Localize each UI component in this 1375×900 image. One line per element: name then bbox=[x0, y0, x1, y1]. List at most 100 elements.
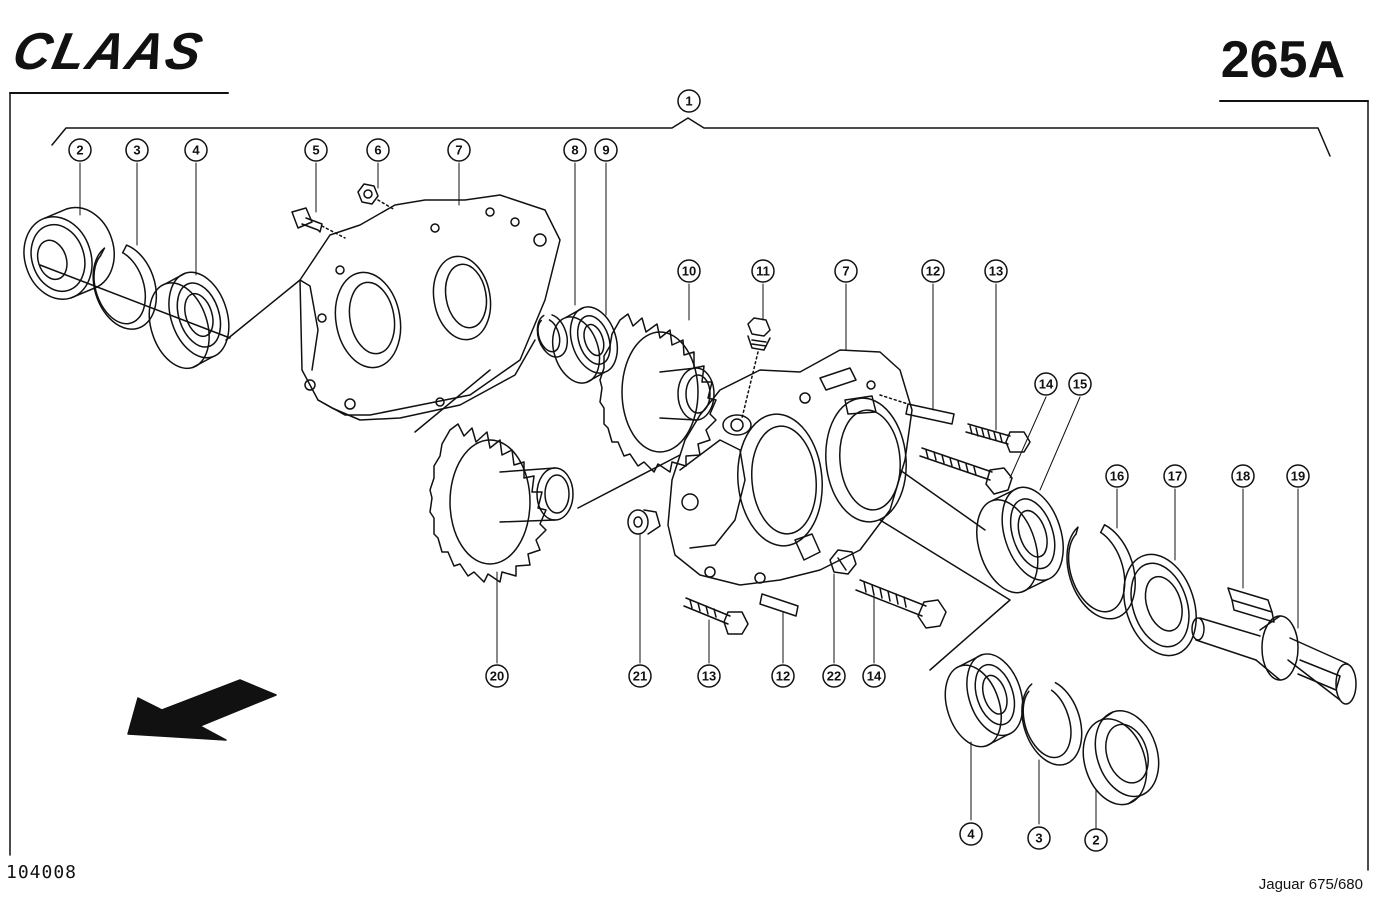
bolt-upper-item-13 bbox=[965, 423, 1031, 453]
callout-circle bbox=[1034, 372, 1058, 396]
callout-number: 19 bbox=[1291, 469, 1305, 484]
callout-8: 8 bbox=[563, 138, 587, 162]
callout-circle bbox=[959, 822, 983, 846]
callout-4: 4 bbox=[184, 138, 208, 162]
callout-circle bbox=[921, 259, 945, 283]
callout-4: 4 bbox=[959, 822, 983, 846]
screw-plug-item-21 bbox=[627, 509, 661, 535]
callout-17: 17 bbox=[1163, 464, 1187, 488]
bolt-lower-item-13 bbox=[683, 597, 749, 635]
callout-circle bbox=[822, 664, 846, 688]
callout-circle bbox=[594, 138, 618, 162]
callout-13: 13 bbox=[984, 259, 1008, 283]
callout-number: 20 bbox=[490, 669, 504, 684]
callout-21: 21 bbox=[628, 664, 652, 688]
callout-7: 7 bbox=[447, 138, 471, 162]
center-gear-housing bbox=[667, 349, 913, 586]
callout-circle bbox=[184, 138, 208, 162]
seal-ring-item-17 bbox=[1123, 553, 1197, 657]
callout-circle bbox=[485, 664, 509, 688]
callout-number: 5 bbox=[312, 143, 319, 158]
callout-circle bbox=[628, 664, 652, 688]
bolt-lower-item-14 bbox=[855, 579, 947, 629]
ball-bearing-item-15 bbox=[976, 486, 1064, 594]
callout-7: 7 bbox=[834, 259, 858, 283]
callout-number: 2 bbox=[76, 143, 83, 158]
callout-3: 3 bbox=[125, 138, 149, 162]
callout-20: 20 bbox=[485, 664, 509, 688]
ball-bearing-left bbox=[148, 271, 230, 370]
page-code: 265A bbox=[1220, 31, 1345, 89]
callout-number: 21 bbox=[633, 669, 647, 684]
callout-circle bbox=[563, 138, 587, 162]
callout-number: 22 bbox=[827, 669, 841, 684]
seal-ring-lower-right bbox=[1082, 710, 1160, 806]
direction-arrow bbox=[127, 679, 277, 741]
callout-circle bbox=[677, 89, 701, 113]
callout-5: 5 bbox=[304, 138, 328, 162]
circlip-item-8 bbox=[536, 314, 569, 358]
callout-number: 6 bbox=[374, 143, 381, 158]
callout-leaders bbox=[79, 162, 1299, 829]
callout-number: 13 bbox=[989, 264, 1003, 279]
bolt-upper-item-14 bbox=[919, 447, 1013, 495]
callout-18: 18 bbox=[1231, 464, 1255, 488]
callout-1: 1 bbox=[677, 89, 701, 113]
callout-2: 2 bbox=[68, 138, 92, 162]
callout-number: 17 bbox=[1168, 469, 1182, 484]
callout-10: 10 bbox=[677, 259, 701, 283]
callout-22: 22 bbox=[822, 664, 846, 688]
callout-12: 12 bbox=[921, 259, 945, 283]
callout-number: 4 bbox=[967, 827, 975, 842]
callout-circle bbox=[677, 259, 701, 283]
ball-bearing-item-9 bbox=[551, 306, 619, 384]
callout-number: 3 bbox=[1035, 831, 1042, 846]
callout-number: 11 bbox=[756, 264, 770, 279]
callout-number: 1 bbox=[685, 94, 692, 109]
callout-number: 12 bbox=[926, 264, 940, 279]
callout-number: 16 bbox=[1110, 469, 1124, 484]
callout-circle bbox=[304, 138, 328, 162]
callout-14: 14 bbox=[1034, 372, 1058, 396]
callout-number: 2 bbox=[1092, 833, 1099, 848]
callout-circle bbox=[1068, 372, 1092, 396]
nut-item-6 bbox=[357, 183, 396, 211]
callout-11: 11 bbox=[751, 259, 775, 283]
leader-line bbox=[879, 519, 1011, 671]
callout-15: 15 bbox=[1068, 372, 1092, 396]
ball-bearing-lower-right bbox=[944, 653, 1024, 748]
callout-number: 4 bbox=[192, 143, 200, 158]
circlip-lower-right bbox=[1021, 681, 1083, 766]
housing-cover-left bbox=[299, 194, 561, 421]
callout-circle bbox=[697, 664, 721, 688]
callout-number: 10 bbox=[682, 264, 696, 279]
callout-number: 14 bbox=[1039, 377, 1054, 392]
callout-number: 15 bbox=[1073, 377, 1087, 392]
callout-number: 12 bbox=[776, 669, 790, 684]
drawing-number: 104008 bbox=[6, 862, 78, 883]
circlip-left bbox=[92, 244, 158, 330]
callout-2: 2 bbox=[1084, 828, 1108, 852]
callout-circle bbox=[125, 138, 149, 162]
screw-plug-item-22 bbox=[829, 549, 857, 575]
screw-plug-item-11 bbox=[741, 317, 771, 419]
callout-circle bbox=[751, 259, 775, 283]
callout-3: 3 bbox=[1027, 826, 1051, 850]
dowel-pin-lower bbox=[759, 593, 799, 617]
callout-6: 6 bbox=[366, 138, 390, 162]
drive-shaft-item-19 bbox=[1191, 615, 1357, 705]
callout-circle bbox=[68, 138, 92, 162]
callout-circle bbox=[1231, 464, 1255, 488]
callout-number: 18 bbox=[1236, 469, 1250, 484]
callout-circle bbox=[771, 664, 795, 688]
callout-circle bbox=[366, 138, 390, 162]
callout-number: 13 bbox=[702, 669, 716, 684]
callout-circle bbox=[447, 138, 471, 162]
callout-14: 14 bbox=[862, 664, 886, 688]
model-label: Jaguar 675/680 bbox=[1258, 876, 1363, 893]
seal-ring-left bbox=[23, 206, 115, 300]
spur-gear-item-20 bbox=[414, 369, 681, 583]
callout-number: 3 bbox=[133, 143, 140, 158]
